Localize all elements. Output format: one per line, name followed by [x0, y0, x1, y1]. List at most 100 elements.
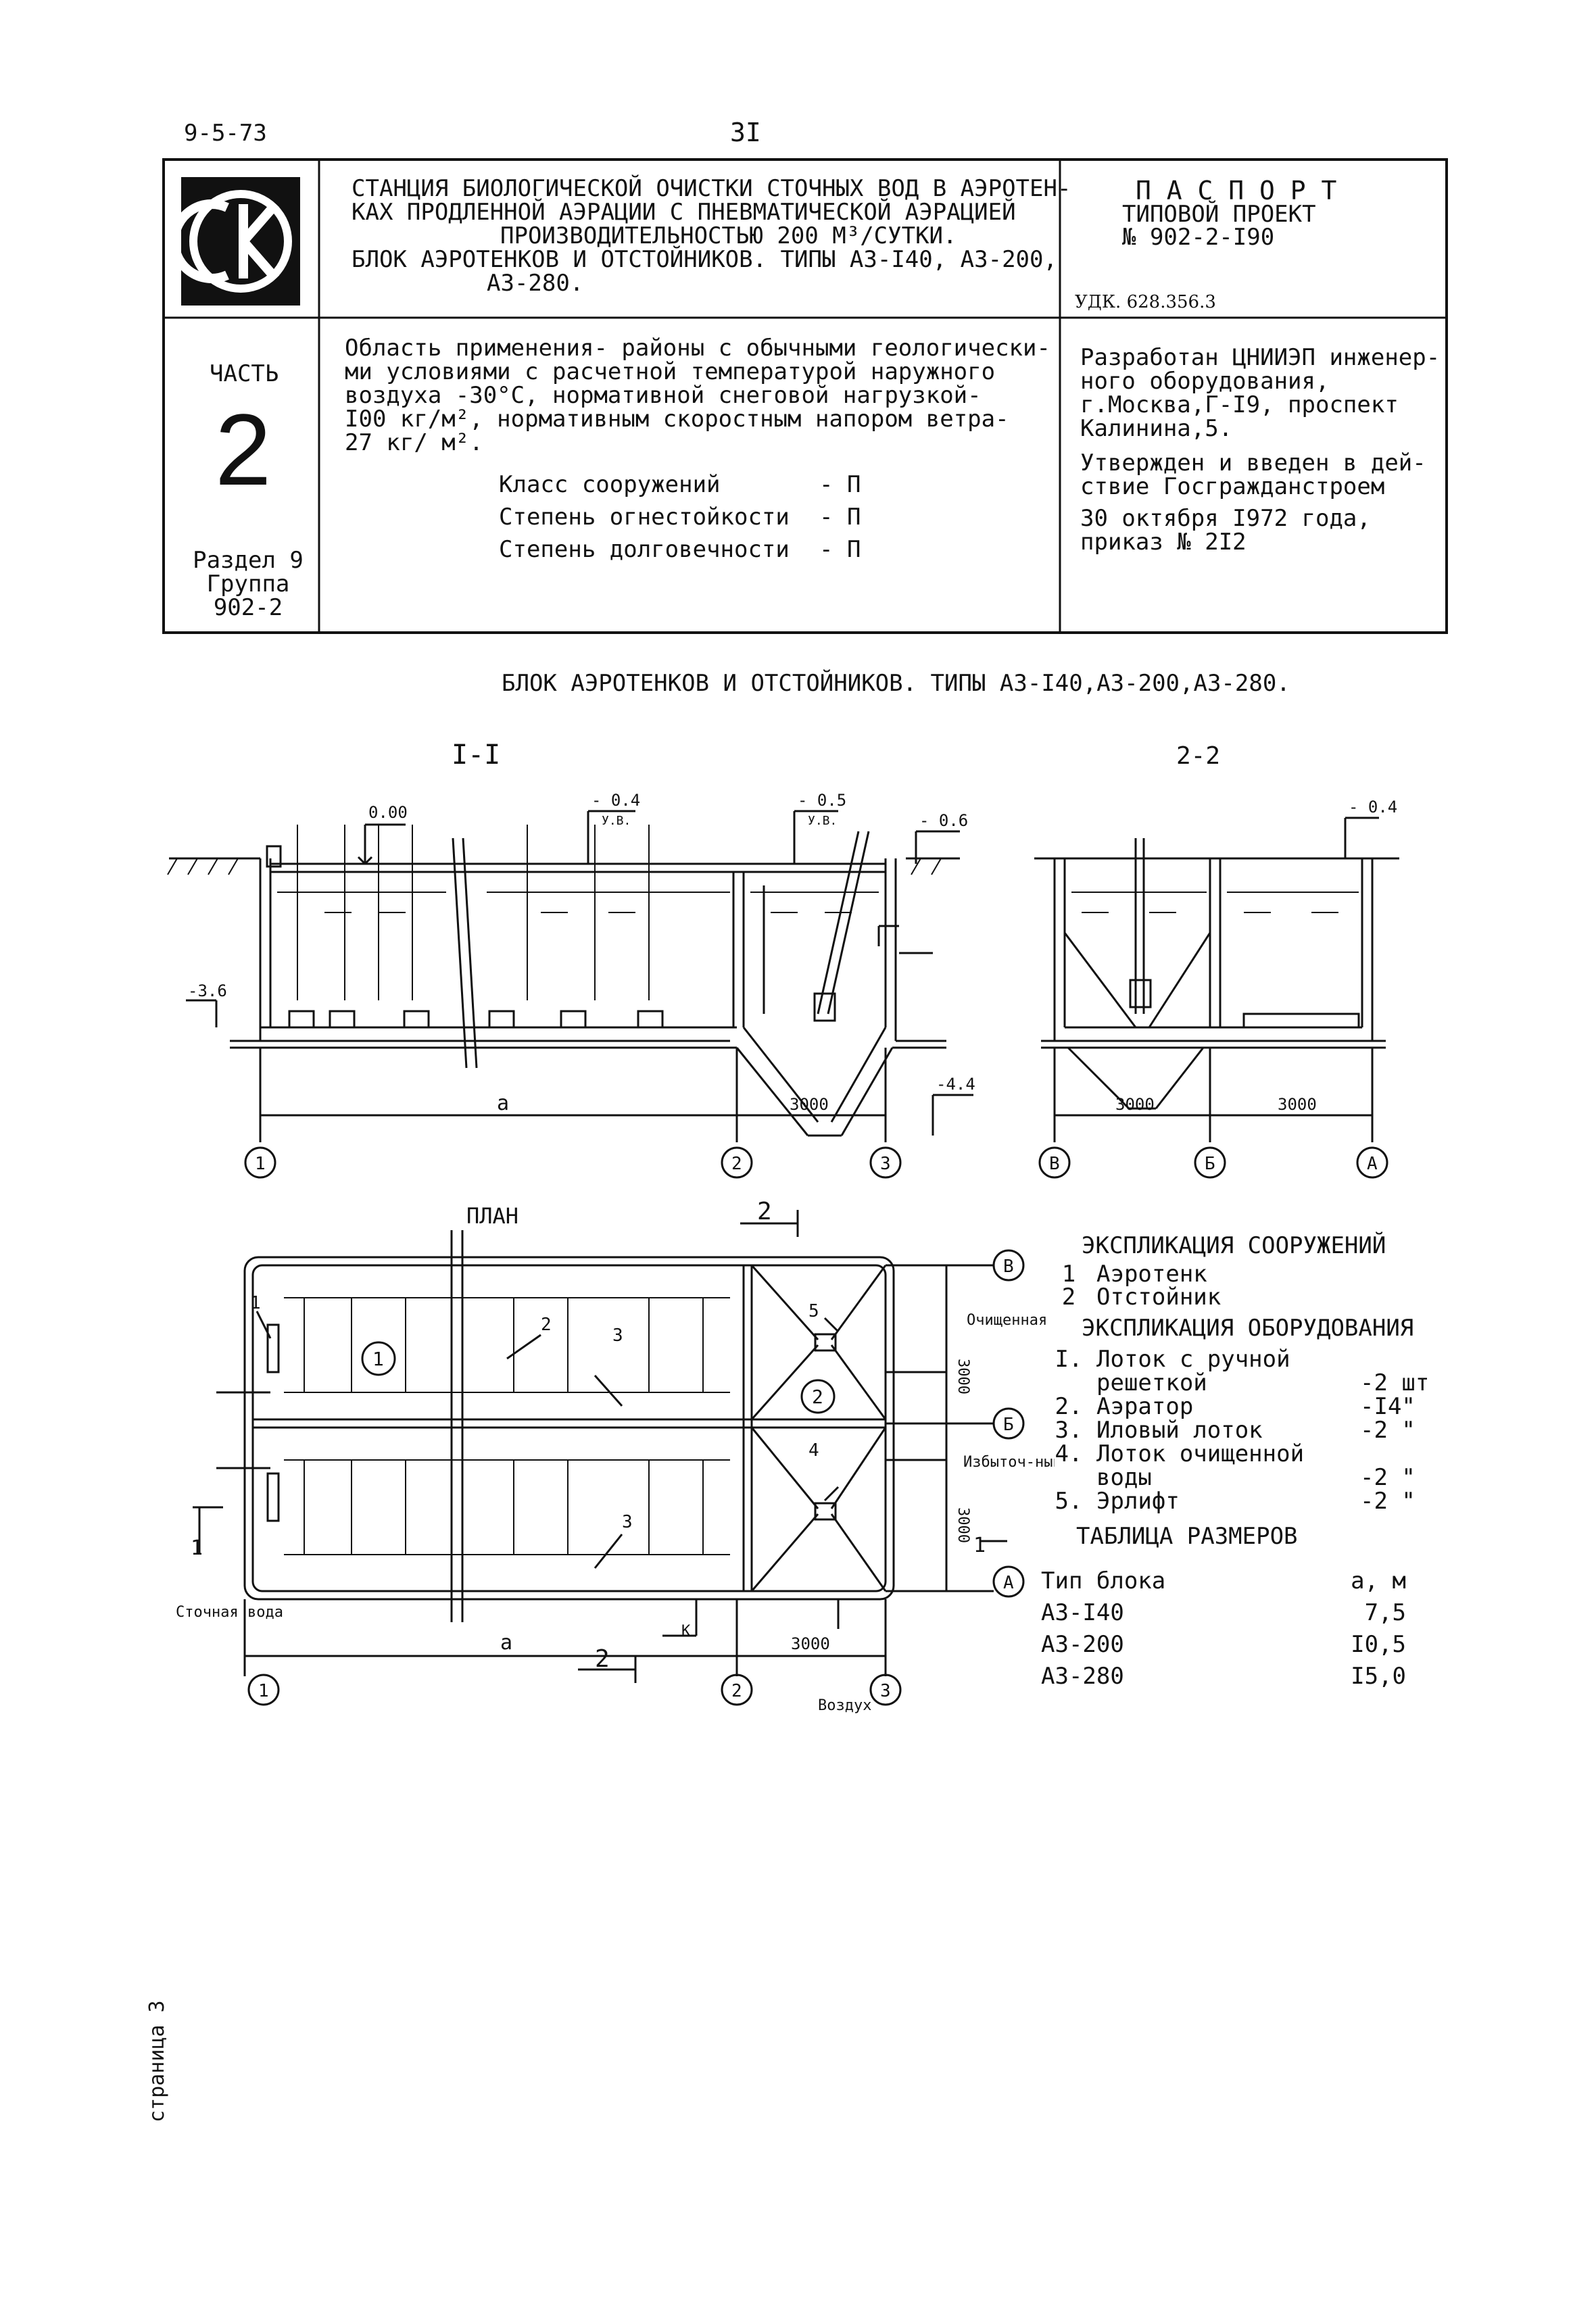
- section-1-label: I-I: [452, 739, 500, 771]
- plan-callout-3: 3: [612, 1325, 623, 1346]
- approval-info: Утвержден и введен в дей- ствие Госгражд…: [1080, 452, 1445, 554]
- sizes-type: АЗ-200: [1041, 1631, 1124, 1658]
- project-title: СТАНЦИЯ БИОЛОГИЧЕСКОЙ ОЧИСТКИ СТОЧНЫХ ВО…: [352, 177, 1071, 297]
- equipment-name: Иловый лоток: [1096, 1417, 1263, 1444]
- elevation-m04: - 0.4: [591, 791, 640, 810]
- air-label: Воздух: [818, 1697, 871, 1714]
- drawing-title: БЛОК АЭРОТЕНКОВ И ОТСТОЙНИКОВ. ТИПЫ АЗ-I…: [502, 670, 1290, 697]
- plan-callout-1: 1: [250, 1293, 261, 1313]
- plan-axis-3: 3: [880, 1681, 891, 1701]
- dimension-3000: 3000: [1115, 1095, 1155, 1114]
- standard-logo: [181, 177, 300, 306]
- plan-callout-1: 1: [191, 1536, 203, 1560]
- approval-line: приказ № 2I2: [1080, 529, 1247, 556]
- equipment-number: 4.: [1055, 1440, 1083, 1467]
- equipment-name: воды: [1096, 1464, 1152, 1491]
- scope-line: Область применения- районы с обычными ге…: [345, 335, 1050, 362]
- plan-callout-1: 1: [973, 1534, 986, 1557]
- equipment-name: Лоток с ручной: [1096, 1346, 1290, 1373]
- part-label: ЧАСТЬ: [210, 360, 279, 387]
- sizes-a: I0,5: [1351, 1631, 1406, 1658]
- elevation-m04-s2: - 0.4: [1349, 798, 1397, 817]
- sizes-a: I5,0: [1351, 1663, 1406, 1690]
- developer-line: г.Москва,Г-I9, проспект: [1080, 391, 1399, 418]
- approval-line: Утвержден и введен в дей-: [1080, 449, 1426, 477]
- plan-axis-v: В: [1003, 1257, 1014, 1277]
- project-title-line: АЗ-280.: [487, 270, 584, 297]
- developer-line: Разработан ЦНИИЭП инженер-: [1080, 344, 1441, 371]
- sections-drawing: I-I 2-2 0.00 - 0.4 - 0.5 - 0.6 -3.6 -4.4…: [167, 739, 1399, 1179]
- sizes-header-a: а, м: [1351, 1567, 1406, 1594]
- class-value: - П: [819, 504, 861, 531]
- project-title-line: КАХ ПРОДЛЕННОЙ АЭРАЦИИ С ПНЕВМАТИЧЕСКОЙ …: [352, 199, 1016, 226]
- sizes-type: АЗ-I40: [1041, 1599, 1124, 1626]
- structure-number: 1: [1061, 1261, 1076, 1288]
- scope-line: воздуха -30°С, нормативной снеговой нагр…: [345, 382, 982, 409]
- structures-explication-title: ЭКСПЛИКАЦИЯ СООРУЖЕНИЙ: [1082, 1232, 1386, 1259]
- axis-a-label: А: [1367, 1154, 1378, 1174]
- structure-row: 2 Отстойник: [1041, 1286, 1221, 1309]
- class-value: - П: [819, 536, 861, 563]
- title-block-frame: [162, 158, 1448, 634]
- sizes-type: АЗ-280: [1041, 1663, 1124, 1690]
- cut-mark-label: 2: [757, 1198, 772, 1225]
- equipment-name: решеткой: [1096, 1369, 1207, 1396]
- equipment-name: Лоток очищенной: [1096, 1440, 1305, 1467]
- treated-water-label: Очищенная вода: [967, 1312, 1055, 1329]
- equipment-qty: -2 ": [1360, 1488, 1416, 1515]
- axis-b-label: Б: [1205, 1154, 1215, 1174]
- equipment-number: 3.: [1055, 1417, 1083, 1444]
- water-level-mark: У.В.: [808, 814, 837, 828]
- side-page-label: страница 3: [145, 2000, 169, 2122]
- equipment-qty: -2 ": [1360, 1464, 1416, 1491]
- equipment-qty: -2 шт: [1360, 1369, 1430, 1396]
- equipment-number: [1041, 1466, 1096, 1490]
- elevation-m44: -4.4: [936, 1075, 975, 1094]
- class-row: Степень огнестойкости: [499, 506, 790, 529]
- project-title-line: ПРОИЗВОДИТЕЛЬНОСТЬЮ 200 М³/СУТКИ.: [500, 222, 957, 249]
- class-label: Степень огнестойкости: [499, 504, 790, 531]
- equipment-row: воды -2 ": [1041, 1466, 1447, 1490]
- plan-axis-a: А: [1003, 1573, 1014, 1593]
- equipment-qty: -2 ": [1360, 1417, 1416, 1444]
- waste-water-label: Сточная вода: [176, 1604, 283, 1621]
- part-number: 2: [215, 393, 272, 506]
- plan-axis-2: 2: [731, 1681, 742, 1701]
- mark-k: К: [681, 1623, 691, 1640]
- scope-line: I00 кг/м², нормативным скоростным напоро…: [345, 406, 1009, 433]
- equipment-row: 2.Аэратор-I4": [1041, 1395, 1447, 1419]
- structure-number: 2: [1061, 1284, 1076, 1311]
- logo-letters: СК: [0, 0, 1, 1]
- equipment-number: I.: [1055, 1346, 1083, 1373]
- structure-name: Отстойник: [1096, 1284, 1222, 1311]
- plan-axis-b: Б: [1003, 1415, 1014, 1435]
- plan-dimension-a: a: [500, 1631, 512, 1655]
- section-line: Группа: [206, 570, 290, 598]
- equipment-name: Эрлифт: [1096, 1488, 1180, 1515]
- scope-line: ми условиями с расчетной температурой на…: [345, 358, 996, 385]
- elevation-m05: - 0.5: [798, 791, 846, 810]
- equipment-qty: -I4": [1360, 1393, 1416, 1420]
- equipment-row: 3. Иловый лоток -2 ": [1041, 1419, 1447, 1442]
- plan-axis-1: 1: [258, 1681, 269, 1701]
- equipment-explication-title: ЭКСПЛИКАЦИЯ ОБОРУДОВАНИЯ: [1082, 1315, 1414, 1342]
- developer-line: Калинина,5.: [1080, 415, 1233, 442]
- side-label-wrap: страница 3: [145, 1947, 172, 2122]
- plan-drawing: ПЛАН 2 2 1 2 1 2 3 3 5 4 1 1 Очищенная в…: [176, 1198, 1055, 1714]
- developer-info: Разработан ЦНИИЭП инженер- ного оборудов…: [1080, 346, 1445, 441]
- scope-line: 27 кг/ м².: [345, 429, 483, 456]
- class-row: Степень долговечности: [499, 538, 790, 562]
- class-label: Степень долговечности: [499, 536, 790, 563]
- udk-code: УДК. 628.356.3: [1075, 292, 1216, 312]
- project-title-line: БЛОК АЭРОТЕНКОВ И ОТСТОЙНИКОВ. ТИПЫ АЗ-I…: [352, 246, 1057, 273]
- plan-structure-1: 1: [372, 1348, 384, 1370]
- excess-sludge-label: Избыточ-ный ил: [963, 1454, 1055, 1471]
- elevation-m36: -3.6: [188, 981, 227, 1000]
- axis-1-label: 1: [255, 1154, 266, 1174]
- equipment-row: 4. Лоток очищенной: [1041, 1442, 1447, 1466]
- passport-title: П А С П О Р Т: [1136, 176, 1337, 205]
